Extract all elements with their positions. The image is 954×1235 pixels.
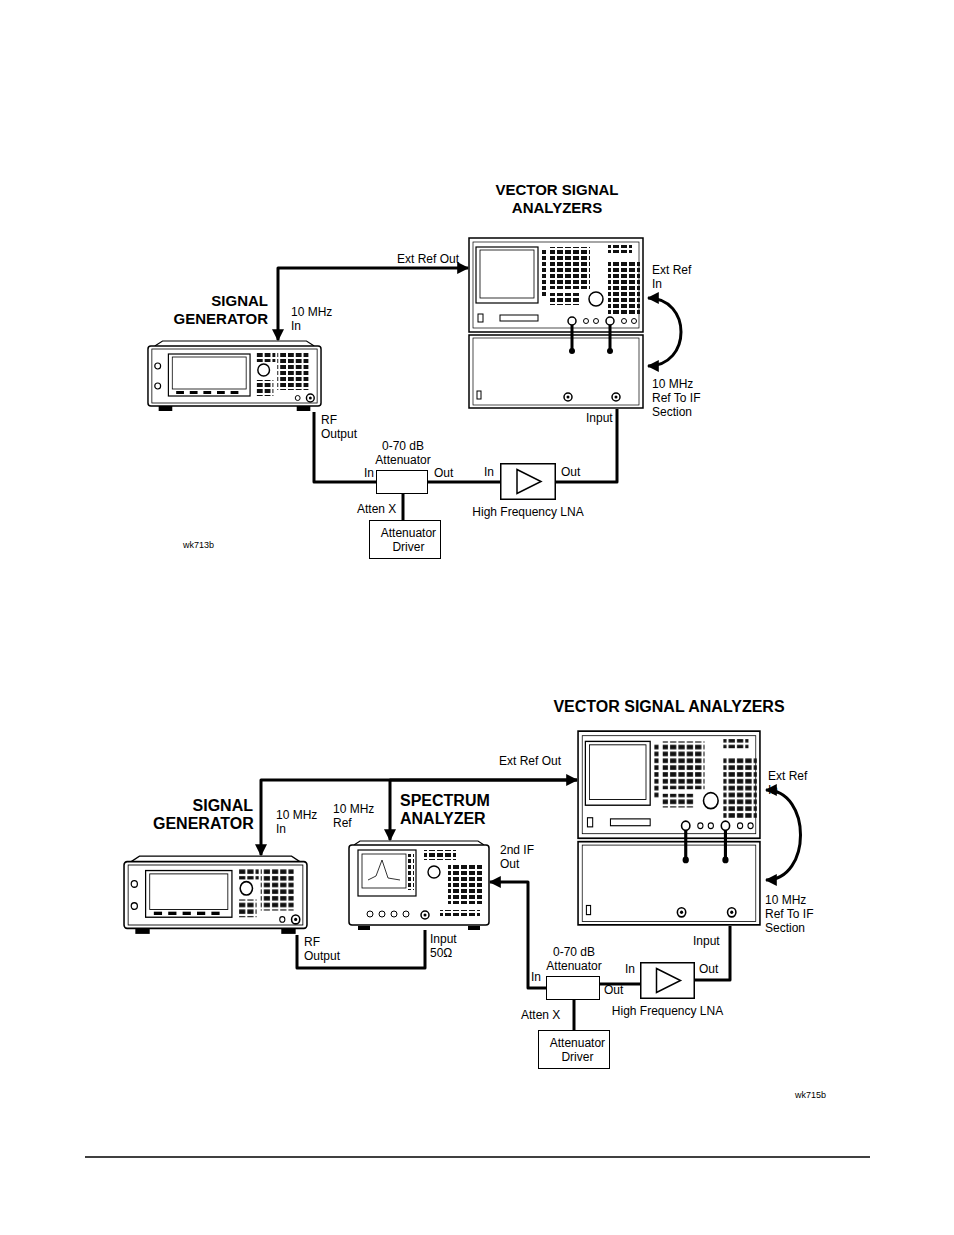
- cable-connector: [490, 882, 546, 988]
- figure-code: wk713b: [183, 540, 214, 551]
- amplifier-triangle: [657, 969, 681, 993]
- port-label: 2nd IF Out: [500, 843, 545, 871]
- port-label: RF Output: [304, 935, 349, 963]
- port-label: Ext Ref In: [652, 263, 697, 291]
- port-label: Atten X: [357, 502, 396, 516]
- page-rule: [85, 1156, 870, 1158]
- vector-signal-analyzer-illustration: [469, 238, 643, 408]
- attenuator-box: 0-70 dB Attenuator: [376, 470, 428, 494]
- port-label: Input 50Ω: [430, 932, 475, 960]
- instrument-heading: VECTOR SIGNAL ANALYZERS: [553, 698, 784, 716]
- port-label: Input: [693, 934, 720, 948]
- ref-loop-cable: [648, 298, 681, 366]
- port-label: 10 MHz Ref To IF Section: [765, 893, 823, 935]
- vector-signal-analyzer-illustration: [578, 731, 760, 925]
- instrument-heading: SPECTRUM ANALYZER: [400, 792, 495, 828]
- amplifier-triangle: [517, 470, 541, 494]
- port-label: Ext Ref In: [768, 769, 813, 797]
- figure-code: wk715b: [795, 1090, 826, 1101]
- box-text: Attenuator Driver: [546, 1036, 609, 1064]
- driver-box: Attenuator Driver: [369, 520, 441, 559]
- signal-generator-illustration: [124, 856, 307, 934]
- signal-generator-illustration: [147, 340, 322, 412]
- vector-signal-analyzer-illustration: [577, 730, 761, 926]
- box-text: Attenuator Driver: [377, 526, 440, 554]
- port-label: Ext Ref Out: [499, 754, 561, 768]
- port-label: Out: [561, 465, 580, 479]
- spectrum-analyzer-illustration: [349, 841, 489, 930]
- signal-generator: SIGNAL GENERATOR: [123, 855, 308, 935]
- cable-connector: [390, 780, 577, 840]
- attenuator-label: 0-70 dB Attenuator: [363, 439, 443, 467]
- cable-connector: [556, 409, 617, 482]
- attenuator-box: 0-70 dB Attenuator: [546, 976, 600, 1000]
- instrument-heading: VECTOR SIGNAL ANALYZERS: [487, 181, 627, 217]
- cable-connector: [278, 268, 468, 340]
- attenuator-label: 0-70 dB Attenuator: [534, 945, 614, 973]
- port-label: Out: [604, 983, 623, 997]
- vector-signal-analyzer: VECTOR SIGNAL ANALYZERS: [468, 237, 644, 409]
- ref-loop-cable: [766, 790, 801, 880]
- cable-connector: [402, 494, 405, 520]
- instrument-heading: SIGNAL GENERATOR: [168, 292, 268, 328]
- port-label: Out: [434, 466, 453, 480]
- cable-connector: [314, 412, 376, 482]
- port-label: 10 MHz In: [276, 808, 321, 836]
- amplifier-box: High Frequency LNA: [500, 463, 556, 500]
- port-label: 10 MHz Ref: [333, 802, 378, 830]
- port-label: 10 MHz In: [291, 305, 336, 333]
- port-label: In: [531, 970, 541, 984]
- signal-generator: SIGNAL GENERATOR: [147, 340, 322, 412]
- vector-signal-analyzer: VECTOR SIGNAL ANALYZERS: [577, 730, 761, 926]
- amplifier-symbol: [500, 463, 556, 500]
- port-label: In: [364, 466, 374, 480]
- amplifier-label: High Frequency LNA: [612, 1004, 723, 1018]
- amplifier-outline: [641, 963, 695, 999]
- port-label: Input: [586, 411, 613, 425]
- spectrum-analyzer: SPECTRUM ANALYZER: [348, 840, 490, 930]
- amplifier-box: High Frequency LNA: [640, 962, 695, 999]
- signal-generator-illustration: [148, 341, 321, 411]
- instrument-heading: SIGNAL GENERATOR: [153, 797, 253, 833]
- port-label: RF Output: [321, 413, 366, 441]
- driver-box: Attenuator Driver: [538, 1030, 610, 1069]
- amplifier-symbol: [640, 962, 695, 999]
- port-label: Ext Ref Out: [397, 252, 459, 266]
- cable-connector: [297, 930, 425, 968]
- cable-connector: [428, 481, 500, 484]
- port-label: Atten X: [521, 1008, 560, 1022]
- vector-signal-analyzer-illustration: [468, 237, 644, 409]
- port-label: Out: [699, 962, 718, 976]
- spectrum-analyzer-illustration: [348, 840, 490, 930]
- cable-connector: [573, 1000, 576, 1030]
- port-label: In: [484, 465, 494, 479]
- port-label: In: [625, 962, 635, 976]
- amplifier-outline: [501, 464, 556, 500]
- amplifier-label: High Frequency LNA: [472, 505, 583, 519]
- port-label: 10 MHz Ref To IF Section: [652, 377, 710, 419]
- signal-generator-illustration: [123, 855, 308, 935]
